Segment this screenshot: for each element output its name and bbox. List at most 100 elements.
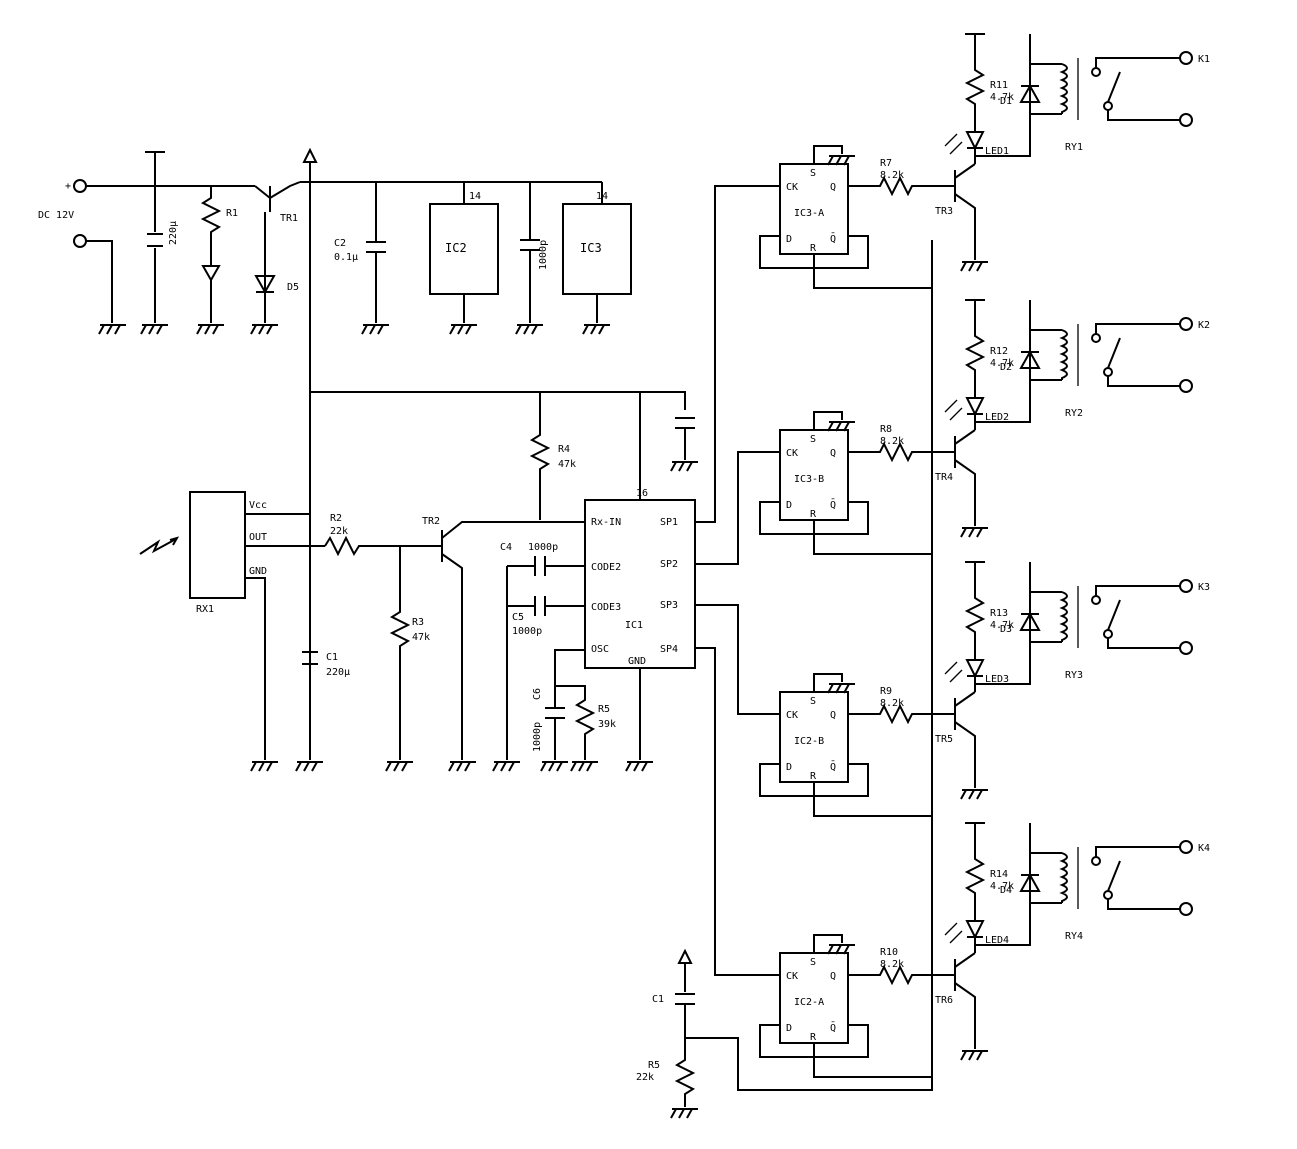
transistor-label: TR3 <box>935 206 953 217</box>
led-label: LED1 <box>985 146 1009 157</box>
driver-transistor <box>954 429 976 526</box>
flyback-diode <box>1019 611 1041 631</box>
ff-reset-wire <box>813 520 932 555</box>
ic1-gnd-label: GND <box>628 656 646 667</box>
driver-transistor <box>954 952 976 1049</box>
reset-res-label: R5 <box>648 1060 660 1071</box>
ic1-vdd-pin: 16 <box>636 488 648 499</box>
relay-coil-icon <box>1059 852 1068 903</box>
d5-label: D5 <box>287 282 299 293</box>
led-and-resistor <box>964 561 986 692</box>
rx1-label: RX1 <box>196 604 214 615</box>
reset-cap-label: C1 <box>652 994 664 1005</box>
ic2-box-label: IC2 <box>445 241 467 255</box>
ff-d-label: D <box>786 1023 792 1034</box>
ff-r-label: R <box>810 509 817 520</box>
ground-symbol <box>385 761 413 772</box>
led-resistor-value: 4.7k <box>990 881 1014 892</box>
ff-ck-label: CK <box>786 971 798 982</box>
base-resistor-label: R9 <box>880 686 892 697</box>
ff-set-wire <box>813 411 843 430</box>
relay-contact <box>1091 856 1101 866</box>
ff-ck-label: CK <box>786 182 798 193</box>
cap-left-value: 220μ <box>168 221 179 245</box>
ic1-decoder <box>584 499 696 669</box>
relay-contact <box>1091 595 1101 605</box>
output-terminal <box>1179 113 1193 127</box>
led-and-resistor <box>964 33 986 164</box>
c4-label: C4 <box>500 542 512 553</box>
led-resistor-label: R13 <box>990 608 1008 619</box>
output-terminal-label: K1 <box>1198 54 1210 65</box>
relay-label: RY2 <box>1065 408 1083 419</box>
c3-value: 1000p <box>538 240 549 270</box>
relay-contact <box>1091 67 1101 77</box>
base-resistor-label: R8 <box>880 424 892 435</box>
relay-contact <box>1103 367 1113 377</box>
base-resistor-value: 8.2k <box>880 436 904 447</box>
relay-contact <box>1103 101 1113 111</box>
base-resistor-value: 8.2k <box>880 698 904 709</box>
output-terminal <box>1179 51 1193 65</box>
ff-qbar-label: Q̄ <box>830 232 836 245</box>
led-resistor-label: R12 <box>990 346 1008 357</box>
c1-label: C1 <box>326 652 338 663</box>
diode-label: D2 <box>1000 362 1012 373</box>
ff-reset-wire <box>813 782 932 817</box>
led-resistor-value: 4.7k <box>990 92 1014 103</box>
r5-label: R5 <box>598 704 610 715</box>
c2-label: C2 <box>334 238 346 249</box>
ic3-supply-box <box>562 203 632 295</box>
led-resistor-label: R14 <box>990 869 1008 880</box>
base-resistor <box>848 964 955 986</box>
ground-symbol <box>361 324 389 335</box>
ff-qbar-label: Q̄ <box>830 1021 836 1034</box>
dc-plus-label: + <box>65 181 71 192</box>
ic1-code3-label: CODE3 <box>591 602 621 613</box>
ff-name-label: IC3-B <box>794 474 824 485</box>
ground-symbol <box>827 155 855 166</box>
flyback-diode <box>1019 349 1041 369</box>
ground-symbol <box>492 761 520 772</box>
relay-switch-wiring <box>1095 846 1180 910</box>
output-terminal <box>1179 317 1193 331</box>
relay-wiring <box>975 823 1062 946</box>
ground-symbol <box>250 761 278 772</box>
transistor-label: TR4 <box>935 472 953 483</box>
ff-name-label: IC2-B <box>794 736 824 747</box>
driver-transistor <box>954 691 976 788</box>
base-resistor-label: R7 <box>880 158 892 169</box>
led-resistor-value: 4.7k <box>990 358 1014 369</box>
ic3-pin14: 14 <box>596 191 608 202</box>
led-label: LED2 <box>985 412 1009 423</box>
ff-q-label: Q <box>830 448 836 459</box>
ff-r-label: R <box>810 771 817 782</box>
led-light-icon <box>944 922 963 944</box>
rx1-vcc-label: Vcc <box>249 500 267 511</box>
transistor-label: TR5 <box>935 734 953 745</box>
relay-label: RY3 <box>1065 670 1083 681</box>
ff-q-label: Q <box>830 182 836 193</box>
flip-flop-1 <box>779 163 849 255</box>
ground-symbol <box>250 324 278 335</box>
r5-value: 39k <box>598 719 616 730</box>
ff-qbar-label: Q̄ <box>830 760 836 773</box>
r1-label: R1 <box>226 208 238 219</box>
relay-contact <box>1091 333 1101 343</box>
led-resistor-label: R11 <box>990 80 1008 91</box>
ff-ck-label: CK <box>786 448 798 459</box>
ff-r-label: R <box>810 1032 817 1043</box>
ground-symbol <box>670 1108 698 1119</box>
c6-label: C6 <box>532 688 543 700</box>
led-and-resistor <box>964 822 986 953</box>
output-terminal <box>1179 379 1193 393</box>
relay-contact <box>1103 629 1113 639</box>
relay-switch-wiring <box>1095 323 1180 387</box>
led-label: LED4 <box>985 935 1009 946</box>
ground-symbol <box>670 461 698 472</box>
output-terminal <box>1179 902 1193 916</box>
ground-symbol <box>295 761 323 772</box>
c4-value: 1000p <box>528 542 558 553</box>
